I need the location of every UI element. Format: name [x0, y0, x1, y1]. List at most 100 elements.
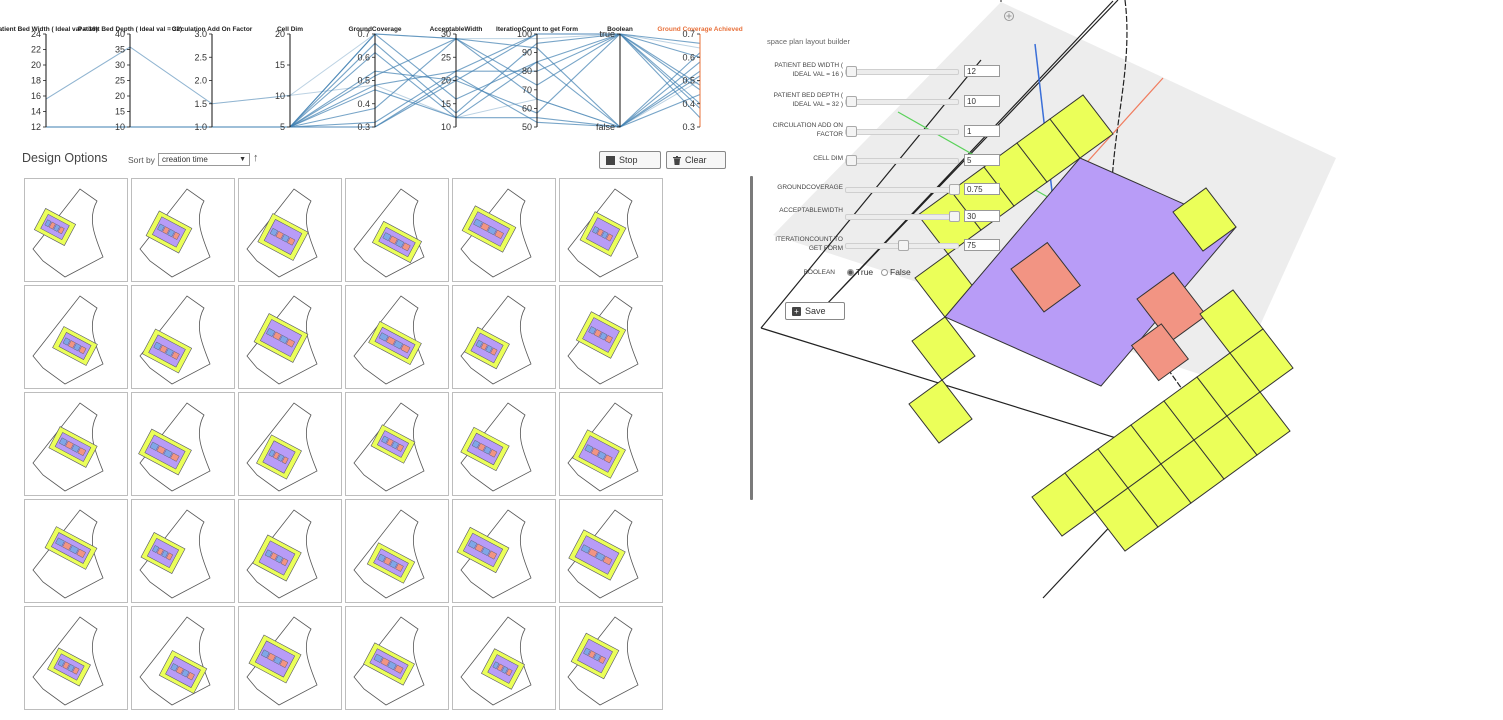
parallel-coordinates-chart[interactable]: Patient Bed Width ( Ideal val = 16)24222…: [0, 0, 750, 145]
design-option-card[interactable]: [559, 178, 663, 282]
thumb-plan: [461, 205, 517, 253]
design-option-card[interactable]: [24, 285, 128, 389]
design-option-card[interactable]: [238, 392, 342, 496]
thumb-room: [165, 348, 174, 357]
slider-track[interactable]: [845, 66, 959, 77]
save-button[interactable]: + Save: [785, 302, 845, 320]
design-option-card[interactable]: [238, 499, 342, 603]
design-option-card[interactable]: [24, 606, 128, 710]
thumb-room: [602, 555, 613, 566]
thumb-plan: [363, 642, 415, 686]
boolean-false-radio[interactable]: False: [881, 267, 911, 277]
design-thumbnail: [139, 295, 211, 385]
stop-button[interactable]: Stop: [599, 151, 661, 169]
design-option-card[interactable]: [345, 392, 449, 496]
pc-data-line: [45, 33, 701, 105]
design-option-card[interactable]: [452, 499, 556, 603]
slider-value-input[interactable]: 0.75: [964, 183, 1000, 195]
design-option-card[interactable]: [24, 392, 128, 496]
slider-thumb[interactable]: [846, 155, 857, 166]
design-option-card[interactable]: [452, 285, 556, 389]
design-option-card[interactable]: [131, 392, 235, 496]
stop-icon: [606, 155, 615, 165]
design-option-card[interactable]: [345, 178, 449, 282]
design-option-card[interactable]: [24, 178, 128, 282]
thumb-room: [152, 545, 160, 553]
design-option-card[interactable]: [345, 606, 449, 710]
design-option-card[interactable]: [131, 285, 235, 389]
thumb-room: [159, 344, 168, 354]
pc-tick-label: 30: [115, 60, 125, 70]
slider-thumb[interactable]: [949, 211, 960, 222]
design-option-card[interactable]: [559, 392, 663, 496]
sort-direction-arrow-icon[interactable]: ↑: [253, 152, 259, 164]
slider-thumb[interactable]: [846, 96, 857, 107]
thumb-room: [480, 342, 488, 351]
pane-splitter[interactable]: [750, 176, 753, 500]
slider-track[interactable]: [845, 126, 959, 137]
slider-thumb[interactable]: [897, 240, 909, 251]
thumb-room: [272, 451, 280, 460]
design-option-card[interactable]: [345, 499, 449, 603]
slider-thumb[interactable]: [846, 66, 857, 77]
slider-thumb[interactable]: [846, 126, 857, 137]
slider-value-input[interactable]: 1: [964, 125, 1000, 137]
thumb-room: [149, 441, 159, 451]
thumb-room: [55, 537, 65, 547]
thumb-room: [490, 347, 498, 356]
design-thumbnail: [32, 188, 104, 278]
design-thumbnail: [567, 188, 639, 278]
thumb-room: [62, 337, 71, 346]
zoom-plus-icon[interactable]: [1004, 11, 1014, 21]
design-option-card[interactable]: [238, 285, 342, 389]
design-option-card[interactable]: [559, 606, 663, 710]
thumb-room: [175, 666, 184, 675]
thumb-room: [387, 661, 397, 671]
thumb-plan: [256, 434, 302, 480]
design-thumbnail: [138, 402, 211, 492]
3d-viewport[interactable]: [753, 0, 1503, 720]
slider-track[interactable]: [845, 184, 960, 195]
slider-track[interactable]: [845, 96, 959, 107]
boolean-true-radio[interactable]: True: [847, 267, 873, 277]
thumb-room: [381, 435, 389, 444]
design-option-card[interactable]: [452, 178, 556, 282]
thumb-room: [593, 329, 602, 338]
design-option-card[interactable]: [24, 499, 128, 603]
thumb-room: [277, 454, 285, 462]
pc-data-line: [46, 75, 701, 128]
design-option-card[interactable]: [131, 606, 235, 710]
design-option-card[interactable]: [559, 499, 663, 603]
slider-value-input[interactable]: 10: [964, 95, 1000, 107]
design-option-card[interactable]: [131, 178, 235, 282]
sort-select[interactable]: creation time ▼: [158, 153, 250, 166]
pc-tick-label: 0.3: [682, 122, 695, 132]
design-option-card[interactable]: [238, 606, 342, 710]
slider-value-input[interactable]: 75: [964, 239, 1000, 251]
slider-value-input[interactable]: 12: [964, 65, 1000, 77]
design-option-card[interactable]: [452, 606, 556, 710]
thumb-room: [156, 547, 164, 556]
pc-tick-label: 40: [115, 29, 125, 39]
slider-thumb[interactable]: [949, 184, 960, 195]
false-label: False: [890, 267, 911, 277]
slider-value-input[interactable]: 5: [964, 154, 1000, 166]
slider-track[interactable]: [845, 211, 960, 222]
controls-title: space plan layout builder: [767, 37, 850, 46]
clear-button[interactable]: Clear: [666, 151, 726, 169]
design-option-card[interactable]: [131, 499, 235, 603]
slider-value-input[interactable]: 30: [964, 210, 1000, 222]
design-thumbnail: [32, 509, 104, 599]
floor-plan-model[interactable]: [908, 94, 1294, 552]
thumb-room: [172, 231, 180, 240]
thumb-room: [590, 447, 600, 457]
slider-track[interactable]: [845, 155, 959, 166]
slider-track[interactable]: [845, 240, 959, 251]
design-option-card[interactable]: [238, 178, 342, 282]
design-option-card[interactable]: [559, 285, 663, 389]
design-option-card[interactable]: [345, 285, 449, 389]
design-option-card[interactable]: [452, 392, 556, 496]
